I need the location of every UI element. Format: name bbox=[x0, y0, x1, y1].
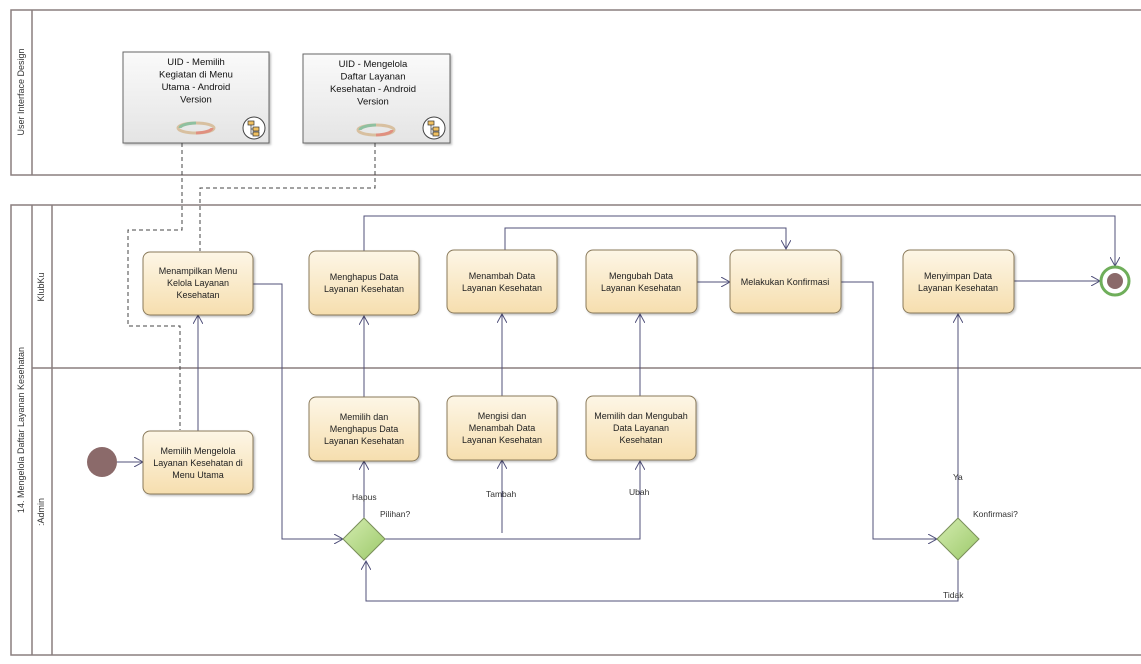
edge-label-ya: Ya bbox=[953, 472, 963, 482]
label-line: Menu Utama bbox=[172, 470, 224, 480]
label-line: Menambah Data bbox=[469, 271, 536, 281]
label-line: Layanan Kesehatan di bbox=[153, 458, 243, 468]
pool-label-main: 14. Mengelola Daftar Layanan Kesehatan bbox=[16, 347, 26, 513]
label-line: Layanan Kesehatan bbox=[601, 283, 681, 293]
label-line: Layanan Kesehatan bbox=[324, 284, 404, 294]
final-node[interactable] bbox=[1099, 265, 1131, 297]
lane-label-admin: :Admin bbox=[36, 498, 46, 526]
label-line: Mengisi dan bbox=[478, 411, 527, 421]
label-line: Kesehatan bbox=[176, 290, 219, 300]
label-line: Layanan Kesehatan bbox=[918, 283, 998, 293]
control-flows bbox=[117, 215, 1115, 602]
label-line: Mengubah Data bbox=[609, 271, 673, 281]
label-line: Kesehatan bbox=[619, 435, 662, 445]
pool-label-uid: User Interface Design bbox=[16, 48, 26, 135]
label-line: Kesehatan - Android bbox=[330, 84, 416, 95]
dependency-uid2 bbox=[199, 143, 376, 251]
label-line: Version bbox=[180, 95, 212, 106]
label-line: Utama - Android bbox=[162, 82, 231, 93]
label-line: Memilih dan Mengubah bbox=[594, 411, 688, 421]
label-line: Kelola Layanan bbox=[167, 278, 229, 288]
initial-node[interactable] bbox=[87, 447, 117, 477]
decision-label-konfirmasi: Konfirmasi? bbox=[973, 509, 1018, 519]
label-line: Memilih dan bbox=[340, 412, 389, 422]
activity-label: Melakukan Konfirmasi bbox=[741, 277, 830, 287]
label-line: Menampilkan Menu bbox=[159, 266, 238, 276]
edge-label-tidak: Tidak bbox=[943, 590, 964, 600]
ui-preview-icon bbox=[176, 121, 216, 135]
label-line: Data Layanan bbox=[613, 423, 669, 433]
ui-preview-icon bbox=[356, 123, 396, 137]
label-line: Menyimpan Data bbox=[924, 271, 992, 281]
lane-label-system: KlubKu bbox=[36, 272, 46, 301]
decision-pilihan[interactable] bbox=[342, 517, 386, 561]
edge-label-tambah: Tambah bbox=[486, 489, 517, 499]
label-line: Memilih Mengelola bbox=[160, 446, 235, 456]
label-line: Layanan Kesehatan bbox=[324, 436, 404, 446]
activity-melakukan-konfirmasi[interactable]: Melakukan Konfirmasi bbox=[729, 249, 842, 314]
label-line: Daftar Layanan bbox=[341, 72, 406, 83]
label-line: UID - Mengelola bbox=[339, 59, 408, 70]
edge-label-ubah: Ubah bbox=[629, 487, 650, 497]
label-line: Version bbox=[357, 97, 389, 108]
edge-label-hapus: Hapus bbox=[352, 492, 377, 502]
label-line: Menghapus Data bbox=[330, 424, 399, 434]
label-line: Melakukan Konfirmasi bbox=[741, 277, 830, 287]
label-line: Menambah Data bbox=[469, 423, 536, 433]
hierarchy-icon[interactable] bbox=[422, 116, 446, 140]
dependency-uid1 bbox=[127, 143, 183, 430]
label-line: Layanan Kesehatan bbox=[462, 435, 542, 445]
decision-konfirmasi[interactable] bbox=[936, 517, 980, 561]
label-line: Kegiatan di Menu bbox=[159, 70, 233, 81]
decision-label-pilihan: Pilihan? bbox=[380, 509, 411, 519]
label-line: Menghapus Data bbox=[330, 272, 399, 282]
hierarchy-icon[interactable] bbox=[242, 116, 266, 140]
label-line: Layanan Kesehatan bbox=[462, 283, 542, 293]
label-line: UID - Memilih bbox=[167, 57, 225, 68]
